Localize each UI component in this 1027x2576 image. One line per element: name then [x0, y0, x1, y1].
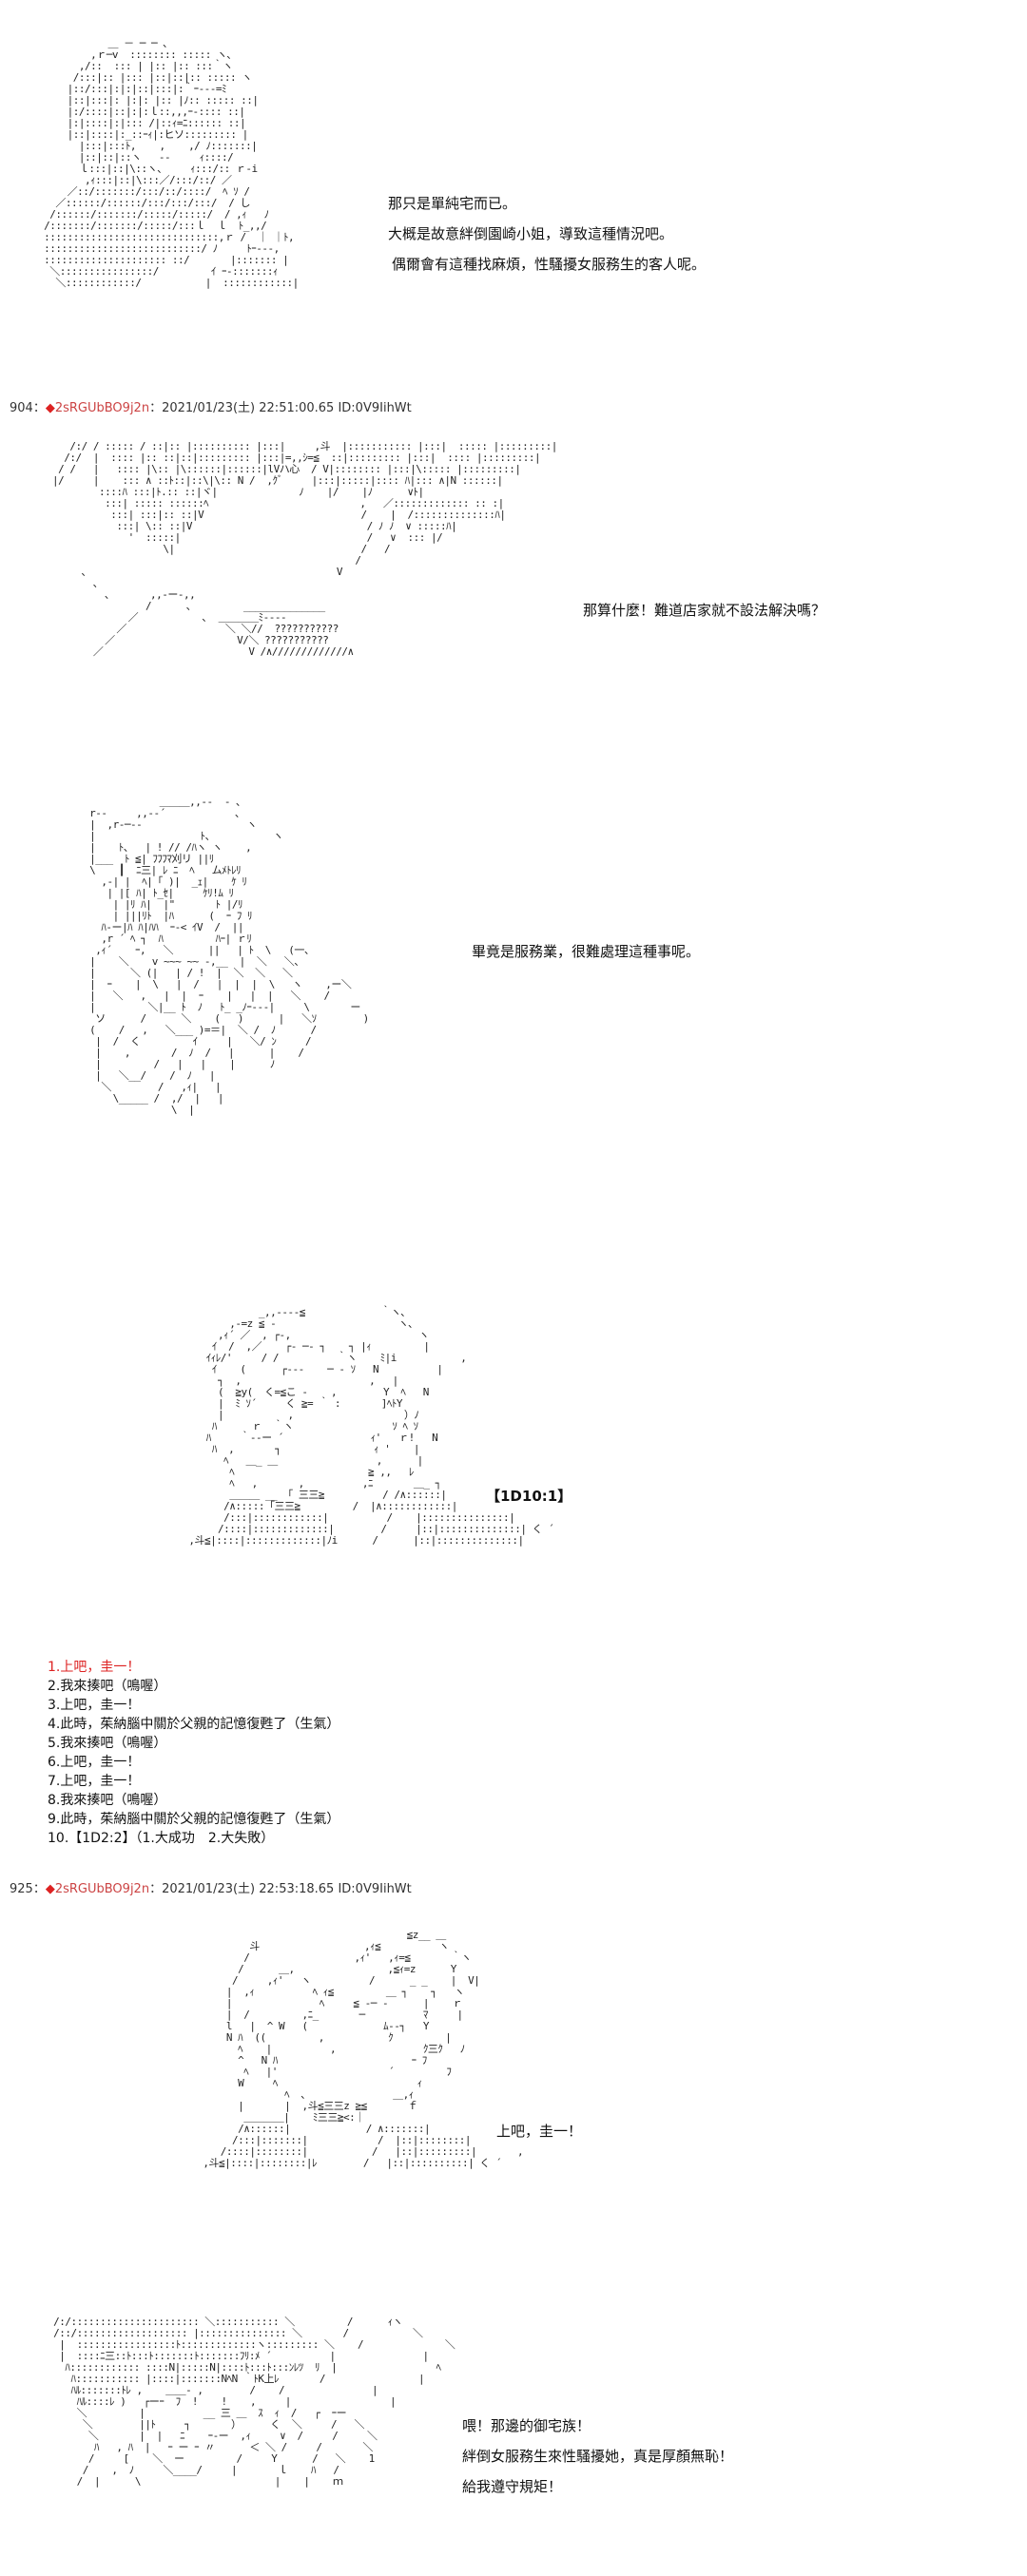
ascii-art-figure-4: _,,-‐-‐≦ ｀ヽ､ ,-=z ≦ ‐ ヽ､ ,ｨ´ ／ , ┌‐, ヽ ｲ… — [188, 1306, 554, 1547]
list-item: 1.上吧，圭一！ — [48, 1660, 141, 1675]
dialog-line: 那只是單純宅而已。 — [388, 195, 517, 212]
ascii-art-figure-2: /:/ / ::::: / ::|:: |:::::::::: |:::| ,斗… — [52, 440, 557, 658]
tripcode[interactable]: 2sRGUbBO9j2n — [54, 401, 150, 415]
tripcode-diamond-icon: ◆ — [45, 1882, 55, 1896]
post-header-925: 925：◆2sRGUbBO9j2n：2021/01/23(土) 22:53:18… — [10, 1878, 412, 1896]
dialog-line: 喂！那邊的御宅族！ — [462, 2417, 591, 2434]
dialog-panel-3: 畢竟是服務業，很難處理這種事呢。 — [472, 936, 700, 967]
dialog-line: 絆倒女服務生來性騷擾她，真是厚顏無恥！ — [462, 2448, 734, 2465]
post-meta: ：2021/01/23(土) 22:51:00.65 ID:0V9IihWt — [149, 401, 412, 415]
dialog-line: 偶爾會有這種找麻煩，性騷擾女服務生的客人呢。 — [392, 256, 707, 273]
list-item: 9.此時，茱納腦中關於父親的記憶復甦了（生氣） — [48, 1812, 340, 1827]
list-item: 3.上吧，圭一！ — [48, 1698, 141, 1713]
dice-roll-result: 【1D10:1】 — [486, 1488, 572, 1505]
dialog-line: 上吧，圭一！ — [496, 2123, 583, 2140]
ascii-art-figure-6: /:/:::::::::::::::::::::: ＼::::::::::: ＼… — [53, 2316, 455, 2488]
list-item: 10.【1D2:2】（1.大成功 2.大失敗） — [48, 1831, 275, 1846]
post-meta: ：2021/01/23(土) 22:53:18.65 ID:0V9IihWt — [149, 1882, 412, 1896]
ascii-art-figure-3: ＿＿＿,,-‐ - ､ r-‐ ,,-‐´ ､ | ,r-─-‐ ヽ | ﾄ、 … — [89, 796, 369, 1116]
dialog-panel-1: 那只是單純宅而已。 大概是故意絆倒園崎小姐，導致這種情況吧。 偶爾會有這種找麻煩… — [388, 188, 706, 279]
choice-list: 1.上吧，圭一！ 2.我來揍吧（鳴喔） 3.上吧，圭一！ 4.此時，茱納腦中關於… — [48, 1658, 339, 1848]
list-item: 4.此時，茱納腦中關於父親的記憶復甦了（生氣） — [48, 1717, 340, 1732]
post-number: 904： — [10, 401, 46, 415]
list-item: 8.我來揍吧（鳴喔） — [48, 1793, 167, 1808]
tripcode[interactable]: 2sRGUbBO9j2n — [54, 1882, 150, 1896]
post-header-904: 904：◆2sRGUbBO9j2n：2021/01/23(土) 22:51:00… — [10, 397, 412, 415]
dialog-line: 給我遵守規矩！ — [462, 2478, 563, 2495]
dialog-line: 那算什麼！難道店家就不設法解決嗎？ — [583, 602, 826, 619]
dialog-panel-2: 那算什麼！難道店家就不設法解決嗎？ — [583, 595, 825, 625]
list-item: 6.上吧，圭一！ — [48, 1755, 141, 1770]
dialog-line: 畢竟是服務業，很難處理這種事呢。 — [472, 943, 701, 960]
list-item: 2.我來揍吧（鳴喔） — [48, 1679, 167, 1694]
ascii-art-figure-5: ≦z__ ＿ 斗 ,ｨ≦ ヽ / ,ｨ' ,ｨ=≦ ｀ヽ / ＿, ,≦ｨ=z … — [203, 1929, 524, 2169]
dialog-panel-6: 喂！那邊的御宅族！ 絆倒女服務生來性騷擾她，真是厚顏無恥！ 給我遵守規矩！ — [462, 2411, 733, 2502]
post-number: 925： — [10, 1882, 46, 1896]
dialog-panel-5: 上吧，圭一！ — [496, 2116, 582, 2146]
ascii-art-figure-1: ＿ － ─ ─ ､ ,ｒ─v :::::::: ::::: ヽ､ ,/:: ::… — [44, 37, 299, 289]
tripcode-diamond-icon: ◆ — [45, 401, 55, 415]
dialog-line: 大概是故意絆倒園崎小姐，導致這種情況吧。 — [388, 225, 674, 242]
list-item: 7.上吧，圭一！ — [48, 1774, 141, 1789]
list-item: 5.我來揍吧（鳴喔） — [48, 1736, 167, 1751]
